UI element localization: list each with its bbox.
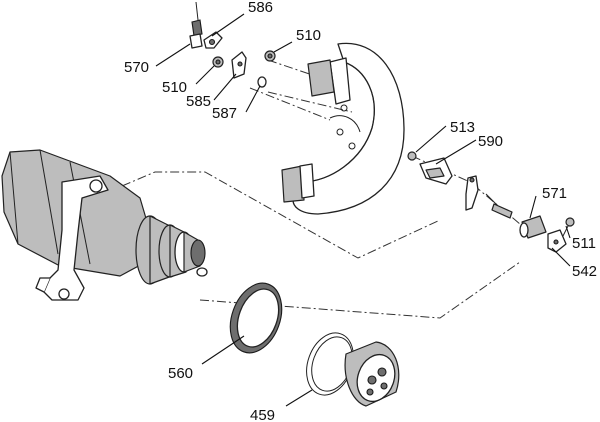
bracket-part-585 (231, 51, 247, 79)
callout-571: 571 (542, 185, 567, 202)
fork-part-542 (547, 229, 567, 253)
clip-part-586 (203, 31, 223, 49)
adjuster-part-571 (519, 215, 547, 239)
callout-586: 586 (248, 0, 273, 16)
nut-part-510-top (264, 50, 276, 62)
callout-459: 459 (250, 407, 275, 422)
callout-542: 542 (572, 263, 597, 280)
sensor-part-570 (189, 1, 203, 49)
callout-511: 511 (572, 235, 596, 252)
washer-part-587 (257, 76, 267, 88)
lever-part-590 (419, 157, 453, 185)
callout-587: 587 (212, 105, 237, 122)
seal-ring-part-560 (229, 282, 283, 354)
axle-housing (1, 149, 208, 301)
callout-570: 570 (124, 59, 149, 76)
nut-part-510-left (212, 56, 224, 68)
callout-590: 590 (478, 133, 503, 150)
callout-560: 560 (168, 365, 193, 382)
arm-part (465, 175, 479, 211)
callout-513: 513 (450, 119, 475, 136)
callouts: 586 570 510 510 585 587 513 590 571 511 … (124, 0, 597, 422)
callout-585: 585 (186, 93, 211, 110)
nut-part-513 (407, 151, 417, 161)
leader-lines (155, 13, 571, 407)
callout-510-top: 510 (296, 27, 321, 44)
hub-cap-part-459 (306, 332, 400, 407)
pin-part (485, 193, 513, 219)
callout-510-left: 510 (162, 79, 187, 96)
dust-shield-backplate (281, 42, 405, 215)
